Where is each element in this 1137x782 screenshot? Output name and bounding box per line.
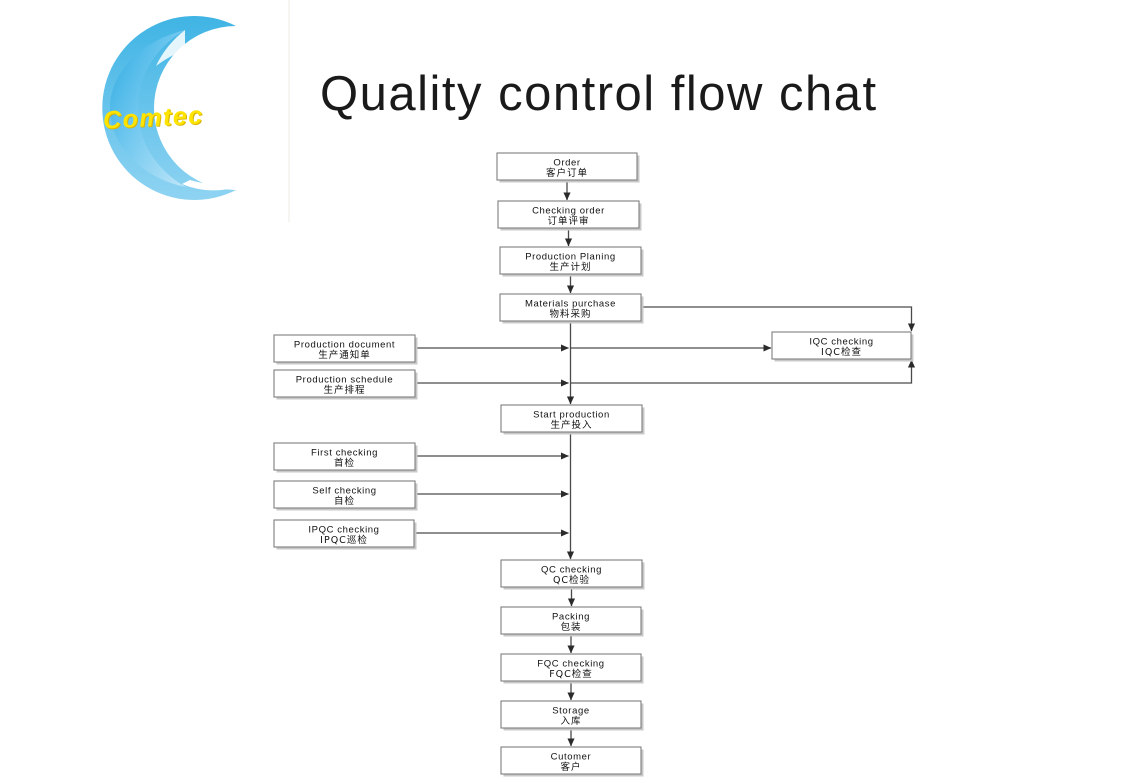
connector-materials-purchase-to-iqc-checking	[641, 306, 916, 332]
flow-node-label-cn: 客户订单	[546, 167, 588, 179]
flow-node-label-cn: 生产计划	[549, 261, 591, 273]
flow-node-label-cn: QC检验	[553, 574, 590, 586]
connector-trunk-to-iqc-checking-bottom	[570, 359, 916, 384]
flow-node-label-cn: 首检	[334, 457, 355, 469]
flow-node-label-cn: 自检	[334, 495, 355, 507]
flow-node-label-cn: 包装	[560, 621, 581, 633]
comtec-logo: Comtec	[86, 8, 286, 208]
flow-node-label-en: IQC checking	[809, 337, 873, 348]
flow-node-label-en: Start production	[533, 410, 610, 421]
flow-node-label-cn: 入库	[560, 715, 581, 727]
flow-node-label-cn: 生产排程	[323, 384, 365, 396]
flow-node-label-cn: 生产投入	[550, 419, 592, 431]
flow-node-label-en: First checking	[311, 448, 378, 459]
flow-node-label-en: Checking order	[532, 206, 605, 217]
flow-node-label-en: Cutomer	[551, 752, 592, 763]
flow-node-label-en: Materials purchase	[525, 299, 616, 310]
flow-node-label-cn: 物料采购	[549, 308, 591, 320]
flow-node-label-en: Production schedule	[296, 375, 393, 386]
flow-node-label-en: Production document	[294, 340, 395, 351]
flow-node-label-en: Order	[553, 158, 580, 169]
flow-node-label-cn: FQC检查	[549, 668, 593, 680]
flow-node-label-cn: 订单评审	[547, 215, 589, 227]
flow-node-label-en: Packing	[552, 612, 590, 623]
flow-node-label-en: QC checking	[541, 565, 602, 576]
flow-node-label-cn: 生产通知单	[318, 349, 371, 361]
flow-node-label-en: Storage	[552, 706, 589, 717]
flow-node-label-cn: IPQC巡检	[320, 534, 368, 546]
flow-node-label-en: Self checking	[312, 486, 376, 497]
logo-crescent-icon	[102, 15, 252, 201]
flow-node-label-en: FQC checking	[537, 659, 604, 670]
page-title: Quality control flow chat	[320, 67, 878, 121]
flow-node-label-en: IPQC checking	[308, 525, 379, 536]
flow-node-label-cn: IQC检查	[821, 346, 862, 358]
flow-node-label-cn: 客户	[560, 761, 581, 773]
header-divider	[288, 0, 290, 222]
flow-node-label-en: Production Planing	[525, 252, 616, 263]
connector-layer	[414, 180, 916, 747]
